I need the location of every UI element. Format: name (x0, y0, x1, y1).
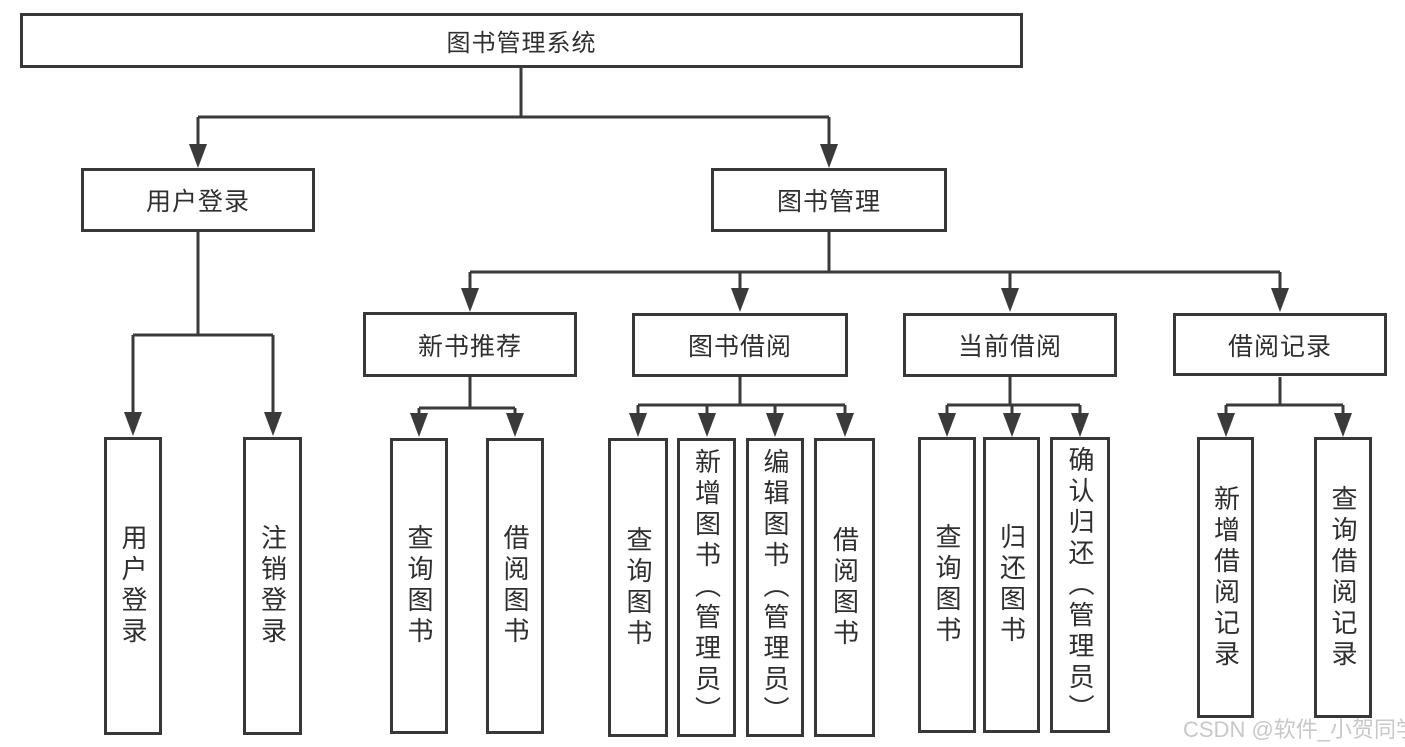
leaf-label: 查询借阅记录 (1328, 484, 1358, 671)
node-book-borrowing: 图书借阅 (632, 313, 848, 377)
leaf-label: 新增图书（管理员） (691, 448, 722, 727)
leaf-label: 查询图书 (932, 523, 962, 647)
node-library-management-system: 图书管理系统 (20, 13, 1023, 68)
node-book-management: 图书管理 (711, 168, 947, 232)
leaf-newbook-query-books: 查询图书 (390, 438, 448, 734)
leaf-current-confirm-return-admin: 确认归还（管理员） (1050, 437, 1110, 733)
arrowhead-icons (124, 144, 1352, 437)
leaf-label: 编辑图书（管理员） (760, 448, 790, 727)
node-label: 图书管理 (776, 188, 881, 216)
leaf-bookborrow-add-books-admin: 新增图书（管理员） (677, 438, 736, 737)
leaf-label: 借阅图书 (500, 524, 530, 648)
leaf-current-query-books: 查询图书 (918, 437, 976, 733)
leaf-label: 注销登录 (257, 524, 288, 648)
leaf-label: 新增借阅记录 (1210, 484, 1241, 671)
node-label: 图书借阅 (687, 333, 792, 361)
connector-paths (131, 68, 1345, 418)
node-label: 新书推荐 (417, 332, 522, 361)
csdn-watermark: CSDN @软件_小贺同学 (1183, 717, 1405, 742)
leaf-logout-login: 注销登录 (243, 437, 302, 735)
node-current-borrowing: 当前借阅 (903, 313, 1117, 377)
leaf-bookborrow-borrow-books: 借阅图书 (814, 438, 875, 737)
leaf-records-add-borrow-record: 新增借阅记录 (1197, 437, 1254, 718)
node-label: 借阅记录 (1227, 332, 1332, 361)
leaf-label: 查询图书 (623, 525, 653, 650)
node-borrowing-records: 借阅记录 (1173, 313, 1387, 376)
leaf-user-login: 用户登录 (104, 437, 162, 735)
leaf-label: 查询图书 (404, 524, 434, 648)
leaf-records-query-borrow-record: 查询借阅记录 (1314, 437, 1372, 718)
node-label: 用户登录 (145, 188, 250, 216)
leaf-label: 借阅图书 (829, 525, 860, 650)
leaf-bookborrow-edit-books-admin: 编辑图书（管理员） (746, 438, 804, 737)
node-new-book-recommend: 新书推荐 (363, 312, 577, 377)
leaf-label: 确认归还（管理员） (1065, 445, 1095, 725)
leaf-newbook-borrow-books: 借阅图书 (486, 438, 544, 734)
leaf-current-return-books: 归还图书 (983, 437, 1040, 733)
leaf-label: 归还图书 (996, 523, 1027, 647)
node-label: 当前借阅 (957, 333, 1062, 361)
leaf-bookborrow-query-books: 查询图书 (608, 438, 668, 737)
node-label: 图书管理系统 (446, 30, 597, 57)
node-user-login: 用户登录 (81, 168, 315, 232)
leaf-label: 用户登录 (118, 524, 148, 648)
